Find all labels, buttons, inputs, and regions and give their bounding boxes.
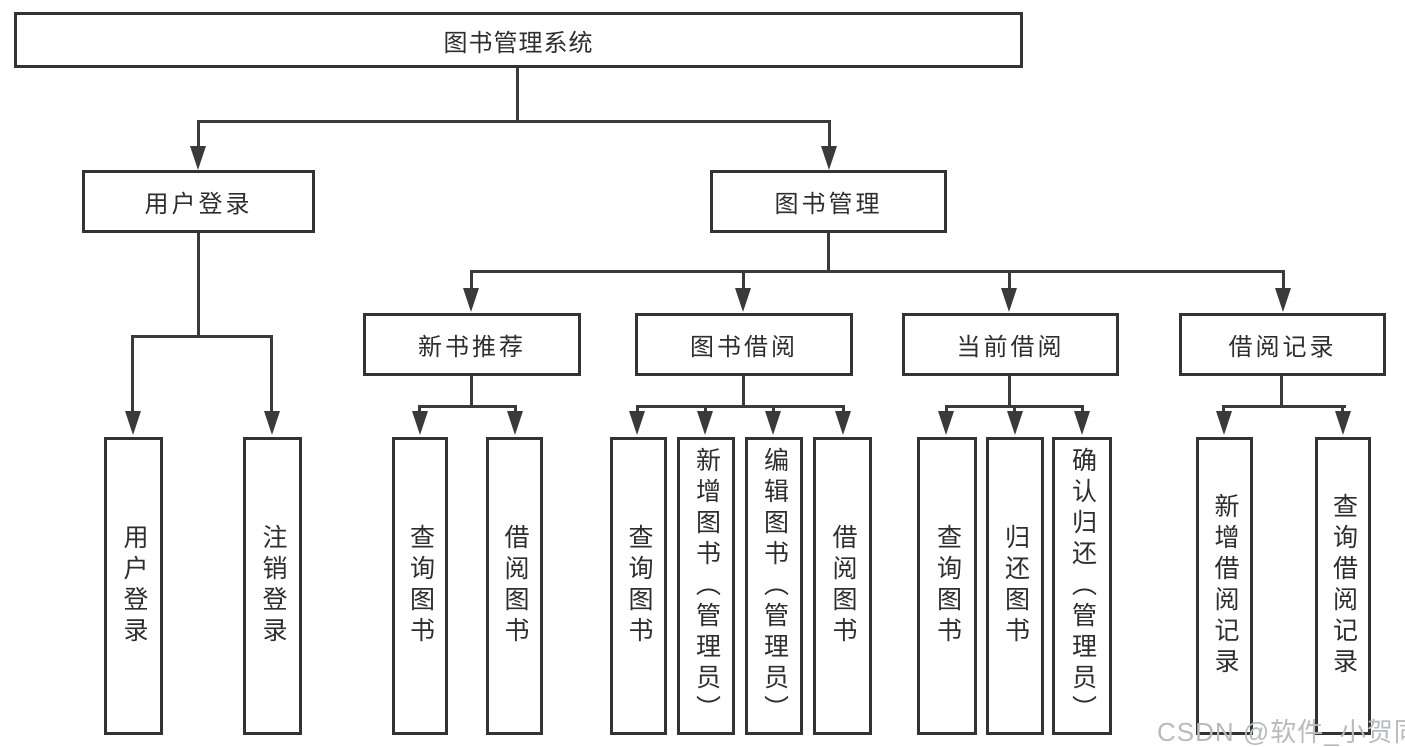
connector-book-borrow-drop <box>742 376 745 405</box>
node-book-borrow: 图书借阅 <box>635 313 853 376</box>
connector-leg-leaf-user-login <box>131 335 134 413</box>
connector-borrow-records-branch <box>1222 405 1346 408</box>
connector-leg-book-management <box>828 120 831 150</box>
node-new-book-recommend: 新书推荐 <box>363 313 581 376</box>
arrow-down-icon <box>412 411 428 435</box>
connector-leg <box>418 405 421 413</box>
node-query-books-recommend: 查询图书 <box>392 437 448 735</box>
connector-book-management-drop <box>827 233 830 270</box>
node-leaf-logout: 注销登录 <box>243 437 302 735</box>
node-book-management: 图书管理 <box>710 170 947 233</box>
connector-root-drop <box>516 68 519 120</box>
node-confirm-return-admin: 确认归还（管理员） <box>1052 437 1112 735</box>
connector-leg <box>1081 405 1084 413</box>
connector-leg <box>704 405 707 413</box>
arrow-down-icon <box>1275 288 1291 312</box>
arrow-down-icon <box>1001 288 1017 312</box>
arrow-down-icon <box>735 288 751 312</box>
connector-leg-book-borrow <box>742 270 745 290</box>
connector-leg <box>1013 405 1016 413</box>
connector-level2-branch <box>197 120 831 123</box>
connector-new-books-branch <box>418 405 517 408</box>
connector-leg <box>636 405 639 413</box>
node-add-borrow-record: 新增借阅记录 <box>1196 437 1253 735</box>
connector-leg-user-login <box>197 120 200 150</box>
node-add-books-admin: 新增图书（管理员） <box>677 437 735 735</box>
arrow-down-icon <box>1335 411 1351 435</box>
connector-leg <box>772 405 775 413</box>
connector-level3-branch <box>470 270 1285 273</box>
arrow-down-icon <box>1007 411 1023 435</box>
connector-leg <box>945 405 948 413</box>
connector-leg <box>514 405 517 413</box>
arrow-down-icon <box>264 411 280 435</box>
connector-leg <box>842 405 845 413</box>
arrow-down-icon <box>835 411 851 435</box>
connector-leg-current-borrow <box>1008 270 1011 290</box>
node-edit-books-admin: 编辑图书（管理员） <box>745 437 803 735</box>
node-user-login: 用户登录 <box>82 170 315 233</box>
arrow-down-icon <box>765 411 781 435</box>
connector-user-login-branch <box>131 335 273 338</box>
connector-leg-borrow-records <box>1282 270 1285 290</box>
connector-leg-new-books <box>470 270 473 290</box>
node-borrow-books: 借阅图书 <box>813 437 872 735</box>
arrow-down-icon <box>507 411 523 435</box>
connector-leg <box>1341 405 1344 413</box>
connector-leg <box>1222 405 1225 413</box>
arrow-down-icon <box>938 411 954 435</box>
node-query-books-current: 查询图书 <box>917 437 977 735</box>
node-current-borrow: 当前借阅 <box>902 313 1119 376</box>
connector-leg-leaf-logout <box>270 335 273 413</box>
node-borrow-records: 借阅记录 <box>1179 313 1386 376</box>
node-root: 图书管理系统 <box>14 12 1023 68</box>
arrow-down-icon <box>190 146 206 170</box>
node-borrow-books-recommend: 借阅图书 <box>486 437 543 735</box>
connector-borrow-records-drop <box>1280 376 1283 405</box>
connector-user-login-drop <box>197 233 200 335</box>
node-return-books: 归还图书 <box>986 437 1044 735</box>
connector-new-books-drop <box>470 376 473 405</box>
arrow-down-icon <box>629 411 645 435</box>
arrow-down-icon <box>821 146 837 170</box>
arrow-down-icon <box>463 288 479 312</box>
node-query-borrow-record: 查询借阅记录 <box>1315 437 1371 735</box>
connector-book-borrow-branch <box>636 405 845 408</box>
arrow-down-icon <box>1074 411 1090 435</box>
node-leaf-user-login: 用户登录 <box>104 437 163 735</box>
arrow-down-icon <box>125 411 141 435</box>
connector-current-borrow-drop <box>1008 376 1011 405</box>
arrow-down-icon <box>1216 411 1232 435</box>
arrow-down-icon <box>697 411 713 435</box>
csdn-watermark: CSDN @软件_小贺同学 <box>1157 717 1405 747</box>
node-query-books-borrow: 查询图书 <box>610 437 667 735</box>
